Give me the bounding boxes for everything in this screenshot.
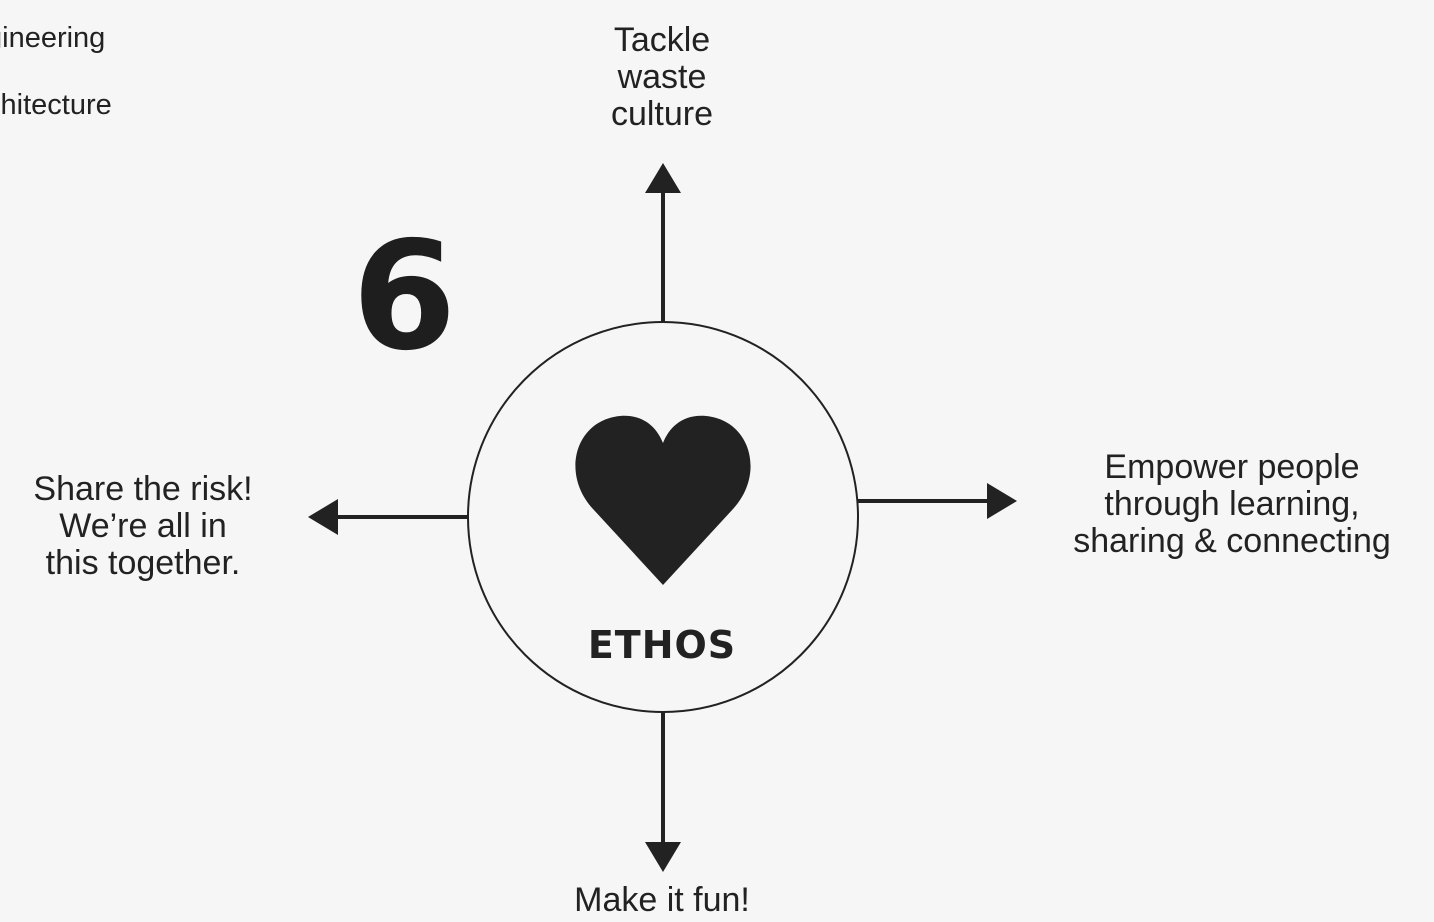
label-line: Tackle (613, 21, 711, 59)
label-share-risk: Share the risk! We’re all in this togeth… (0, 471, 286, 582)
label-line: waste (617, 58, 707, 96)
arrow-left-head (308, 499, 338, 535)
arrow-down-head (645, 842, 681, 872)
heart-icon (575, 415, 751, 585)
nav-item-engineering[interactable]: gineering (0, 22, 106, 54)
step-number: 6 (352, 210, 457, 384)
label-line: through learning, (1104, 485, 1360, 523)
label-tackle-waste: Tackle waste culture (562, 22, 762, 133)
label-line: Share the risk! (33, 470, 253, 508)
arrow-up-head (645, 163, 681, 193)
label-line: We’re all in (59, 507, 227, 545)
label-line: Empower people (1104, 448, 1360, 486)
label-line: sharing & connecting (1073, 522, 1391, 560)
nav-item-architecture[interactable]: chitecture (0, 89, 112, 121)
label-empower-people: Empower people through learning, sharing… (1030, 449, 1434, 560)
center-title: ETHOS (587, 623, 737, 667)
label-line: this together. (45, 544, 241, 582)
label-make-it-fun: Make it fun! (532, 882, 792, 919)
arrow-right-head (987, 483, 1017, 519)
label-line: Make it fun! (574, 881, 750, 919)
label-line: culture (610, 95, 714, 133)
